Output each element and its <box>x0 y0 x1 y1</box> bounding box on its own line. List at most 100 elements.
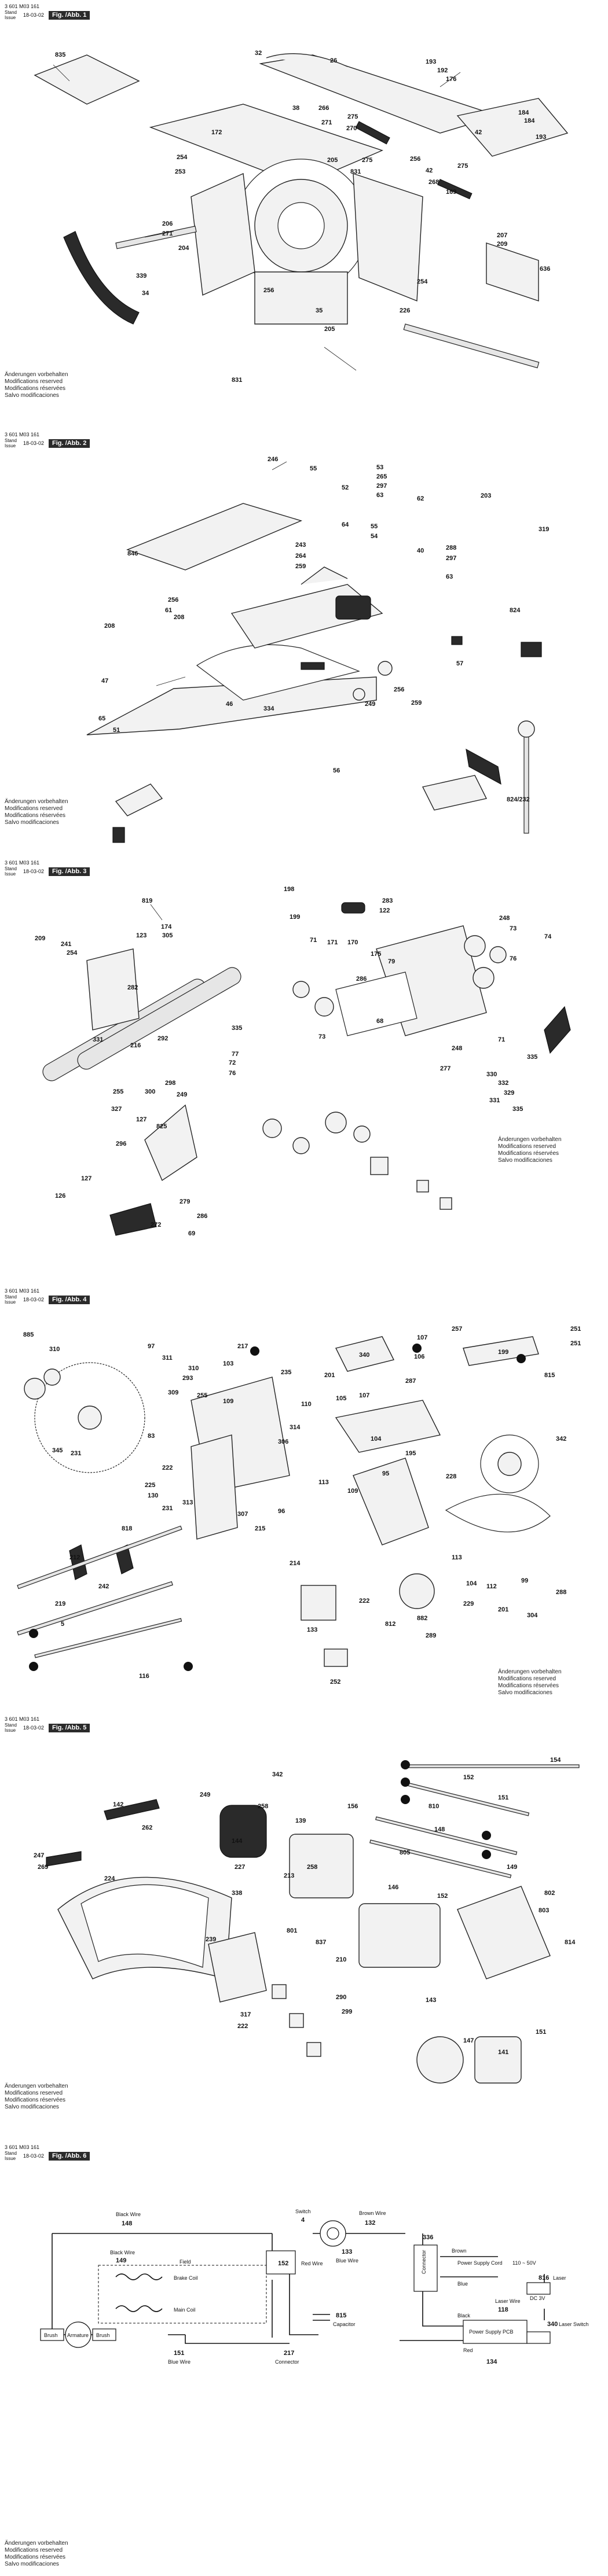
callout: 805 <box>400 1849 410 1856</box>
callout: 305 <box>162 932 173 939</box>
callout: 217 <box>237 1343 248 1350</box>
callout: Black Wire <box>110 2250 135 2255</box>
callout: 338 <box>232 1890 242 1897</box>
callout: 143 <box>426 1997 436 2004</box>
callout: 259 <box>295 563 306 570</box>
callout: 106 <box>414 1353 424 1360</box>
callout: Red Wire <box>301 2261 323 2266</box>
callout: 277 <box>440 1065 450 1072</box>
callout: Main Coil <box>174 2307 196 2313</box>
callout: 254 <box>67 950 78 956</box>
callout: 825 <box>156 1123 167 1130</box>
callout: Brown Wire <box>359 2210 386 2216</box>
callout: 249 <box>365 701 375 708</box>
callout: 299 <box>342 2008 352 2015</box>
callout: 142 <box>113 1801 123 1808</box>
callout: 77 <box>232 1051 239 1058</box>
callout: 335 <box>527 1054 537 1061</box>
callout: 222 <box>359 1598 369 1605</box>
callout: 206 <box>162 220 173 227</box>
callout: 47 <box>101 678 108 685</box>
laser-box <box>526 2282 551 2295</box>
callout: 126 <box>55 1193 65 1199</box>
callout: 56 <box>333 767 340 774</box>
callout: 113 <box>452 1554 462 1561</box>
callout: 816 <box>539 2275 549 2281</box>
callout: 814 <box>565 1939 576 1946</box>
callout: 74 <box>544 933 552 940</box>
callout: 205 <box>324 326 335 333</box>
callout: 210 <box>336 1956 346 1963</box>
callout: 255 <box>197 1392 207 1399</box>
callout: 46 <box>226 701 233 708</box>
exploded-view-fig-3: 819 209 241 254 174 123 305 198 283 122 … <box>35 886 571 1237</box>
callout: Laser Switch <box>559 2321 589 2327</box>
callout: 205 <box>327 157 338 164</box>
exploded-view-fig-5: 342 154 152 249 258 156 810 148 144 151 … <box>34 1757 580 2084</box>
callout: 144 <box>232 1838 243 1845</box>
callout: 227 <box>235 1864 245 1871</box>
callout: 269 <box>38 1864 48 1871</box>
callout: Laser <box>553 2275 566 2281</box>
callout: 812 <box>385 1621 395 1628</box>
callout: 35 <box>316 307 323 314</box>
callout: 203 <box>481 492 491 499</box>
callout: 171 <box>327 939 338 946</box>
callout: 256 <box>168 597 178 603</box>
figure-label: Fig. /Abb. 3 <box>49 867 90 876</box>
modification-notice: Änderungen vorbehalten Modifications res… <box>5 2540 68 2567</box>
callout: 231 <box>162 1505 173 1512</box>
callout: 224 <box>104 1875 115 1882</box>
callout: 801 <box>287 1927 297 1934</box>
brush-left-box <box>40 2328 64 2341</box>
callout: 248 <box>452 1045 462 1052</box>
callout: 228 <box>446 1473 456 1480</box>
callout: 287 <box>405 1378 416 1385</box>
callout-labels: 32 835 26 193 192 176 172 271 38 266 275… <box>55 50 550 384</box>
callout: 105 <box>336 1395 346 1402</box>
callout: 38 <box>292 105 299 112</box>
callout: 327 <box>111 1106 122 1113</box>
callout: 219 <box>55 1600 65 1607</box>
callout: 83 <box>148 1433 155 1440</box>
callout: 209 <box>497 241 507 248</box>
callout: 846 <box>127 550 138 557</box>
callout: 55 <box>310 465 317 472</box>
callout-labels: 819 209 241 254 174 123 305 198 283 122 … <box>35 886 552 1237</box>
callout: 256 <box>263 287 274 294</box>
callout: 254 <box>417 278 428 285</box>
callout: 130 <box>148 1492 158 1499</box>
callout: 265 <box>376 473 387 480</box>
modification-notice: Änderungen vorbehalten Modifications res… <box>498 1136 562 1164</box>
callout: 824 <box>510 607 521 614</box>
letter-markers <box>29 1344 526 1671</box>
callout: 247 <box>34 1852 44 1859</box>
modification-notice: Änderungen vorbehalten Modifications res… <box>5 798 68 826</box>
callout: 72 <box>229 1059 236 1066</box>
callout: 340 <box>359 1352 369 1359</box>
part-number: 3 601 M03 161 <box>5 3 40 9</box>
callout: 304 <box>527 1612 538 1619</box>
callout: Black Wire <box>116 2211 141 2217</box>
callout: 317 <box>240 2011 251 2018</box>
callout: 222 <box>162 1464 173 1471</box>
callout: 310 <box>188 1365 199 1372</box>
callout: 139 <box>295 1817 306 1824</box>
callout: 104 <box>466 1580 477 1587</box>
callout: 79 <box>388 958 395 965</box>
callout: 198 <box>284 886 294 893</box>
callout: 229 <box>463 1600 474 1607</box>
callout: 288 <box>446 544 456 551</box>
callout: 61 <box>165 607 172 614</box>
callout: 147 <box>463 2037 474 2044</box>
callout: Laser Wire <box>495 2298 521 2304</box>
brush-right-box <box>92 2328 116 2341</box>
callout: 235 <box>281 1369 291 1376</box>
callout: 71 <box>498 1036 505 1043</box>
callout: 300 <box>145 1088 155 1095</box>
callout: 123 <box>136 932 146 939</box>
callout: 107 <box>359 1392 369 1399</box>
callout: Red <box>463 2347 473 2353</box>
callout: 64 <box>342 521 349 528</box>
callout: Power Supply Cord <box>457 2260 503 2266</box>
